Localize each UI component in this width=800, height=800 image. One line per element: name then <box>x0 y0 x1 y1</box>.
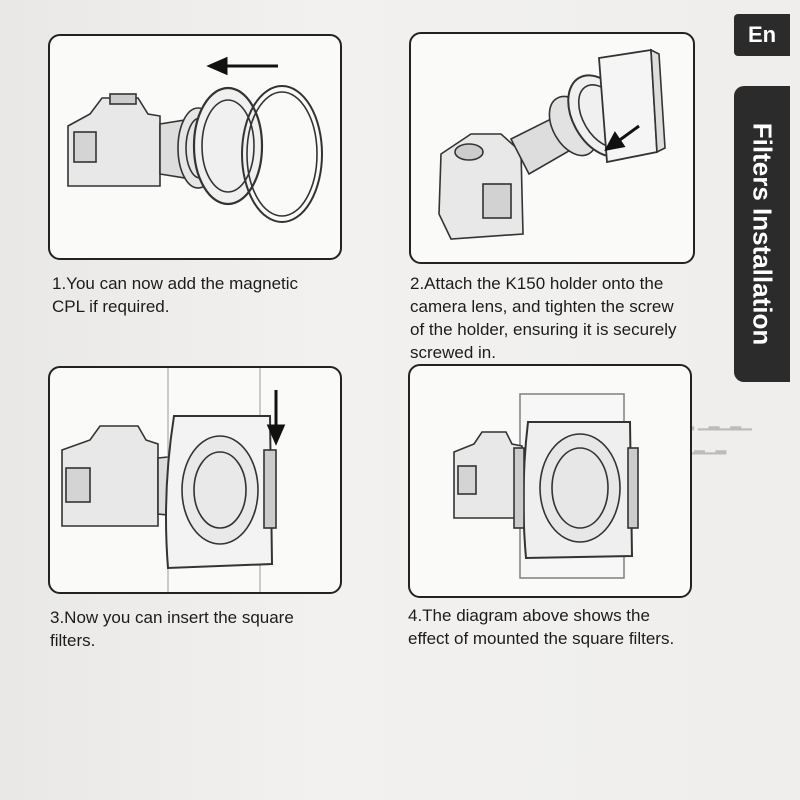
step-2-caption-line-3: of the holder, ensuring it is securely <box>410 320 677 339</box>
step-1-caption: 1.You can now add the magnetic CPL if re… <box>52 272 298 318</box>
section-title: Filters Installation <box>747 122 778 346</box>
step-2-caption-line-4: screwed in. <box>410 343 496 362</box>
language-tab: En <box>734 14 790 56</box>
holder-attach-diagram <box>438 48 666 240</box>
step-1-caption-line-2: CPL if required. <box>52 297 170 316</box>
step-4-illustration <box>408 364 692 598</box>
camera-cpl-diagram <box>67 56 323 223</box>
step-2-caption-line-1: 2.Attach the K150 holder onto the <box>410 274 664 293</box>
step-3-caption: 3.Now you can insert the square filters. <box>50 606 294 652</box>
step-3-caption-line-1: 3.Now you can insert the square <box>50 608 294 627</box>
step-2-caption: 2.Attach the K150 holder onto the camera… <box>410 272 676 364</box>
step-3-caption-line-2: filters. <box>50 631 96 650</box>
step-3-illustration <box>48 366 342 594</box>
section-tab: Filters Installation <box>734 86 790 382</box>
insert-filter-diagram <box>61 368 286 592</box>
step-2-illustration <box>409 32 695 264</box>
mounted-filter-diagram <box>453 393 639 579</box>
step-2-caption-line-2: camera lens, and tighten the screw <box>410 297 674 316</box>
step-4-caption-line-1: 4.The diagram above shows the <box>408 606 650 625</box>
step-1-caption-line-1: 1.You can now add the magnetic <box>52 274 299 293</box>
step-4-caption: 4.The diagram above shows the effect of … <box>408 604 674 650</box>
step-1-illustration <box>48 34 342 260</box>
step-4-caption-line-2: effect of mounted the square filters. <box>408 629 675 648</box>
